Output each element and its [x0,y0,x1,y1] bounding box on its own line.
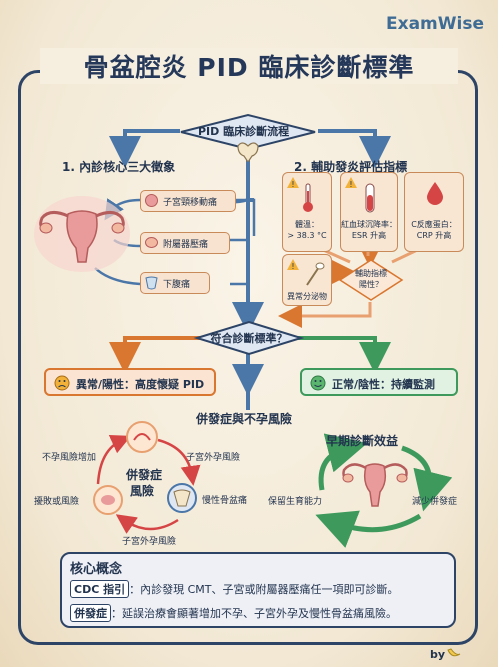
aux-label: 異常分泌物 [287,292,327,301]
svg-text:!: ! [291,262,294,270]
abdomen-icon [145,276,158,290]
sign-label: 下腹痛 [163,280,191,290]
result-negative-label: 正常/陰性：持續監測 [332,378,436,391]
ovary-icon [145,237,158,248]
complication-item: 子宮外孕風險 [186,453,241,463]
core-tag: 併發症 [70,604,111,622]
aux-value: > 38.3 °C [287,231,327,240]
core-item-cdc: CDC 指引：內診發現 CMT、子宮或附屬器壓痛任一項即可診斷。 [70,580,399,598]
fallopian-tube-icon [126,421,158,453]
complication-item: 不孕風險增加 [42,453,97,463]
aux-card-crp: C反應蛋白： CRP 升高 [404,172,464,252]
core-concepts-box: 核心概念 CDC 指引：內診發現 CMT、子宮或附屬器壓痛任一項即可診斷。 併發… [60,552,456,628]
pelvis-icon [237,142,259,162]
complications-center-2: 風險 [130,484,155,498]
ovary-damage-icon [93,485,123,515]
core-concepts-heading: 核心概念 [70,562,123,577]
sign-cervical-motion-tenderness: 子宮頸移動痛 [140,190,236,212]
healthy-uterus-icon [342,463,408,507]
warning-icon: ! [287,177,299,188]
pelvic-pain-icon [167,483,197,513]
core-text: 內診發現 CMT、子宮或附屬器壓痛任一項即可診斷。 [140,583,399,596]
aux-card-temperature: ! 體溫： > 38.3 °C [282,172,332,252]
aux-diamond-line1: 輔助指標 [355,269,387,278]
byline: by [430,648,446,661]
smiley-face-icon [310,375,326,391]
blood-drop-icon [427,182,443,205]
complications-heading: 併發症與不孕風險 [196,412,293,426]
banana-icon [447,648,461,657]
early-benefit-fertility: 保留生育能力 [268,497,323,507]
warning-icon: ! [345,177,357,188]
svg-text:!: ! [349,180,352,188]
early-benefit-heading: 早期診斷效益 [326,434,399,448]
result-negative-box: 正常/陰性：持續監測 [300,368,458,396]
complication-item: 慢性骨盆痛 [202,496,248,506]
result-positive-box: 異常/陽性：高度懷疑 PID [44,368,216,396]
sad-face-icon [54,375,70,391]
core-item-complication: 併發症：延誤治療會顯著增加不孕、子宮外孕及慢性骨盆痛風險。 [70,604,397,622]
aux-label: 紅血球沉降率： [341,220,397,229]
uterus-illustration-icon [34,196,130,272]
swab-icon [306,262,325,286]
aux-diamond-line2: 陽性？ [359,280,383,289]
test-tube-icon [365,183,375,213]
result-positive-label: 異常/陽性：高度懷疑 PID [76,378,205,391]
aux-value: ESR 升高 [351,231,387,240]
decision-label: 符合診斷標準？ [210,332,288,345]
svg-text:!: ! [291,180,294,188]
brand-logo: ExamWise [386,14,484,34]
complications-center-1: 併發症 [126,468,163,482]
complication-item: 擾敗或風險 [34,497,80,507]
decision-diamond-shape [193,320,305,356]
page-title: 骨盆腔炎 PID 臨床診斷標準 [40,48,458,84]
aux-card-discharge: ! 異常分泌物 [282,254,332,306]
flow-start-label: PID 臨床診斷流程 [198,125,290,138]
early-benefit-reduce: 減少併發症 [412,497,458,507]
start-diamond-shape [180,113,316,151]
sign-lower-abdominal-pain: 下腹痛 [140,272,210,294]
sign-adnexal-tenderness: 附屬器壓痛 [140,232,230,254]
cervix-icon [145,194,158,207]
aux-card-esr: ! 紅血球沉降率： ESR 升高 [340,172,398,252]
warning-icon: ! [287,259,299,270]
section-core-signs-heading: 1. 內診核心三大徵象 [62,160,176,174]
thermometer-icon [303,183,313,212]
sign-label: 附屬器壓痛 [163,240,209,250]
complication-item: 子宮外孕風險 [122,537,177,547]
aux-label: 體溫： [295,220,319,229]
aux-diamond-shape [338,259,404,301]
aux-value: CRP 升高 [416,231,452,240]
core-text: 延誤治療會顯著增加不孕、子宮外孕及慢性骨盆痛風險。 [122,607,397,620]
section-aux-indicators-heading: 2. 輔助發炎評估指標 [294,160,408,174]
sign-label: 子宮頸移動痛 [163,198,218,208]
aux-label: C反應蛋白： [411,220,457,229]
core-tag: CDC 指引 [70,580,130,598]
